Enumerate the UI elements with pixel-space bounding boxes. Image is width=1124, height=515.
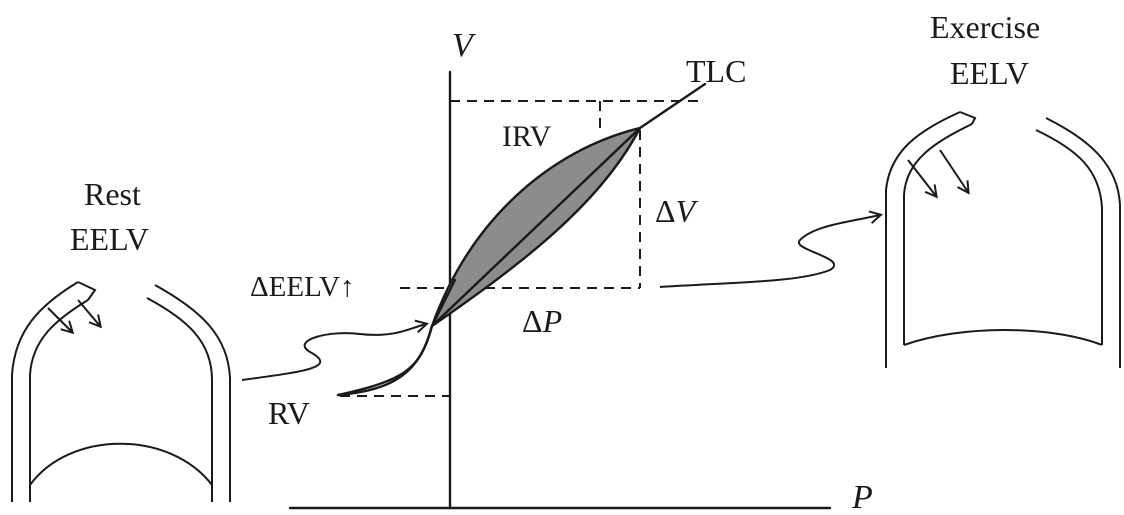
exercise-chest-wall-right-outer: [1045, 117, 1121, 368]
pv-curve-lower-edge: [336, 324, 434, 397]
rest-chest-wall-right-inner: [146, 297, 213, 502]
exercise-chest-wall-cap: [959, 111, 977, 125]
rest-connector-arrow: [241, 324, 426, 381]
exercise-arrow-2: [939, 149, 968, 192]
delta-eelv-label: ΔEELV↑: [250, 271, 355, 303]
rest-arrow-2: [77, 299, 100, 326]
exercise-label-line2: EELV: [950, 55, 1029, 91]
pv-graph: V P TLC IRV ΔV ΔEELV↑ ΔP RV: [250, 27, 873, 515]
exercise-chest-wall-left-inner: [903, 123, 973, 345]
rest-chest-wall-right-outer: [154, 284, 231, 502]
delta-p-label: ΔP: [522, 303, 562, 339]
exercise-arrow-1: [907, 159, 936, 196]
compliance-diagonal: [430, 126, 642, 328]
rest-arrow-1: [47, 307, 72, 332]
rest-label-line1: Rest: [84, 176, 141, 212]
tlc-label: TLC: [686, 53, 746, 89]
y-axis-label: V: [452, 27, 477, 64]
pv-curve: [336, 278, 457, 397]
rest-thorax: Rest EELV: [11, 176, 231, 502]
rest-chest-wall-left-outer: [11, 281, 79, 502]
exercise-chest-wall-left-outer: [885, 111, 961, 368]
rv-label: RV: [268, 395, 310, 431]
exercise-connector-arrow: [659, 215, 880, 288]
pv-curve-upper: [638, 82, 707, 130]
rest-label-line2: EELV: [70, 221, 149, 257]
exercise-chest-wall-right-inner: [1035, 129, 1103, 345]
rest-chest-wall-cap: [77, 281, 97, 301]
delta-v-label: ΔV: [655, 193, 699, 229]
exercise-diaphragm: [903, 329, 1103, 346]
exercise-thorax: Exercise EELV: [885, 9, 1121, 368]
x-axis-label: P: [851, 479, 873, 515]
rest-diaphragm: [29, 442, 213, 486]
rest-chest-wall-left-inner: [29, 299, 89, 502]
exercise-label-line1: Exercise: [930, 9, 1040, 45]
irv-label: IRV: [502, 120, 552, 153]
